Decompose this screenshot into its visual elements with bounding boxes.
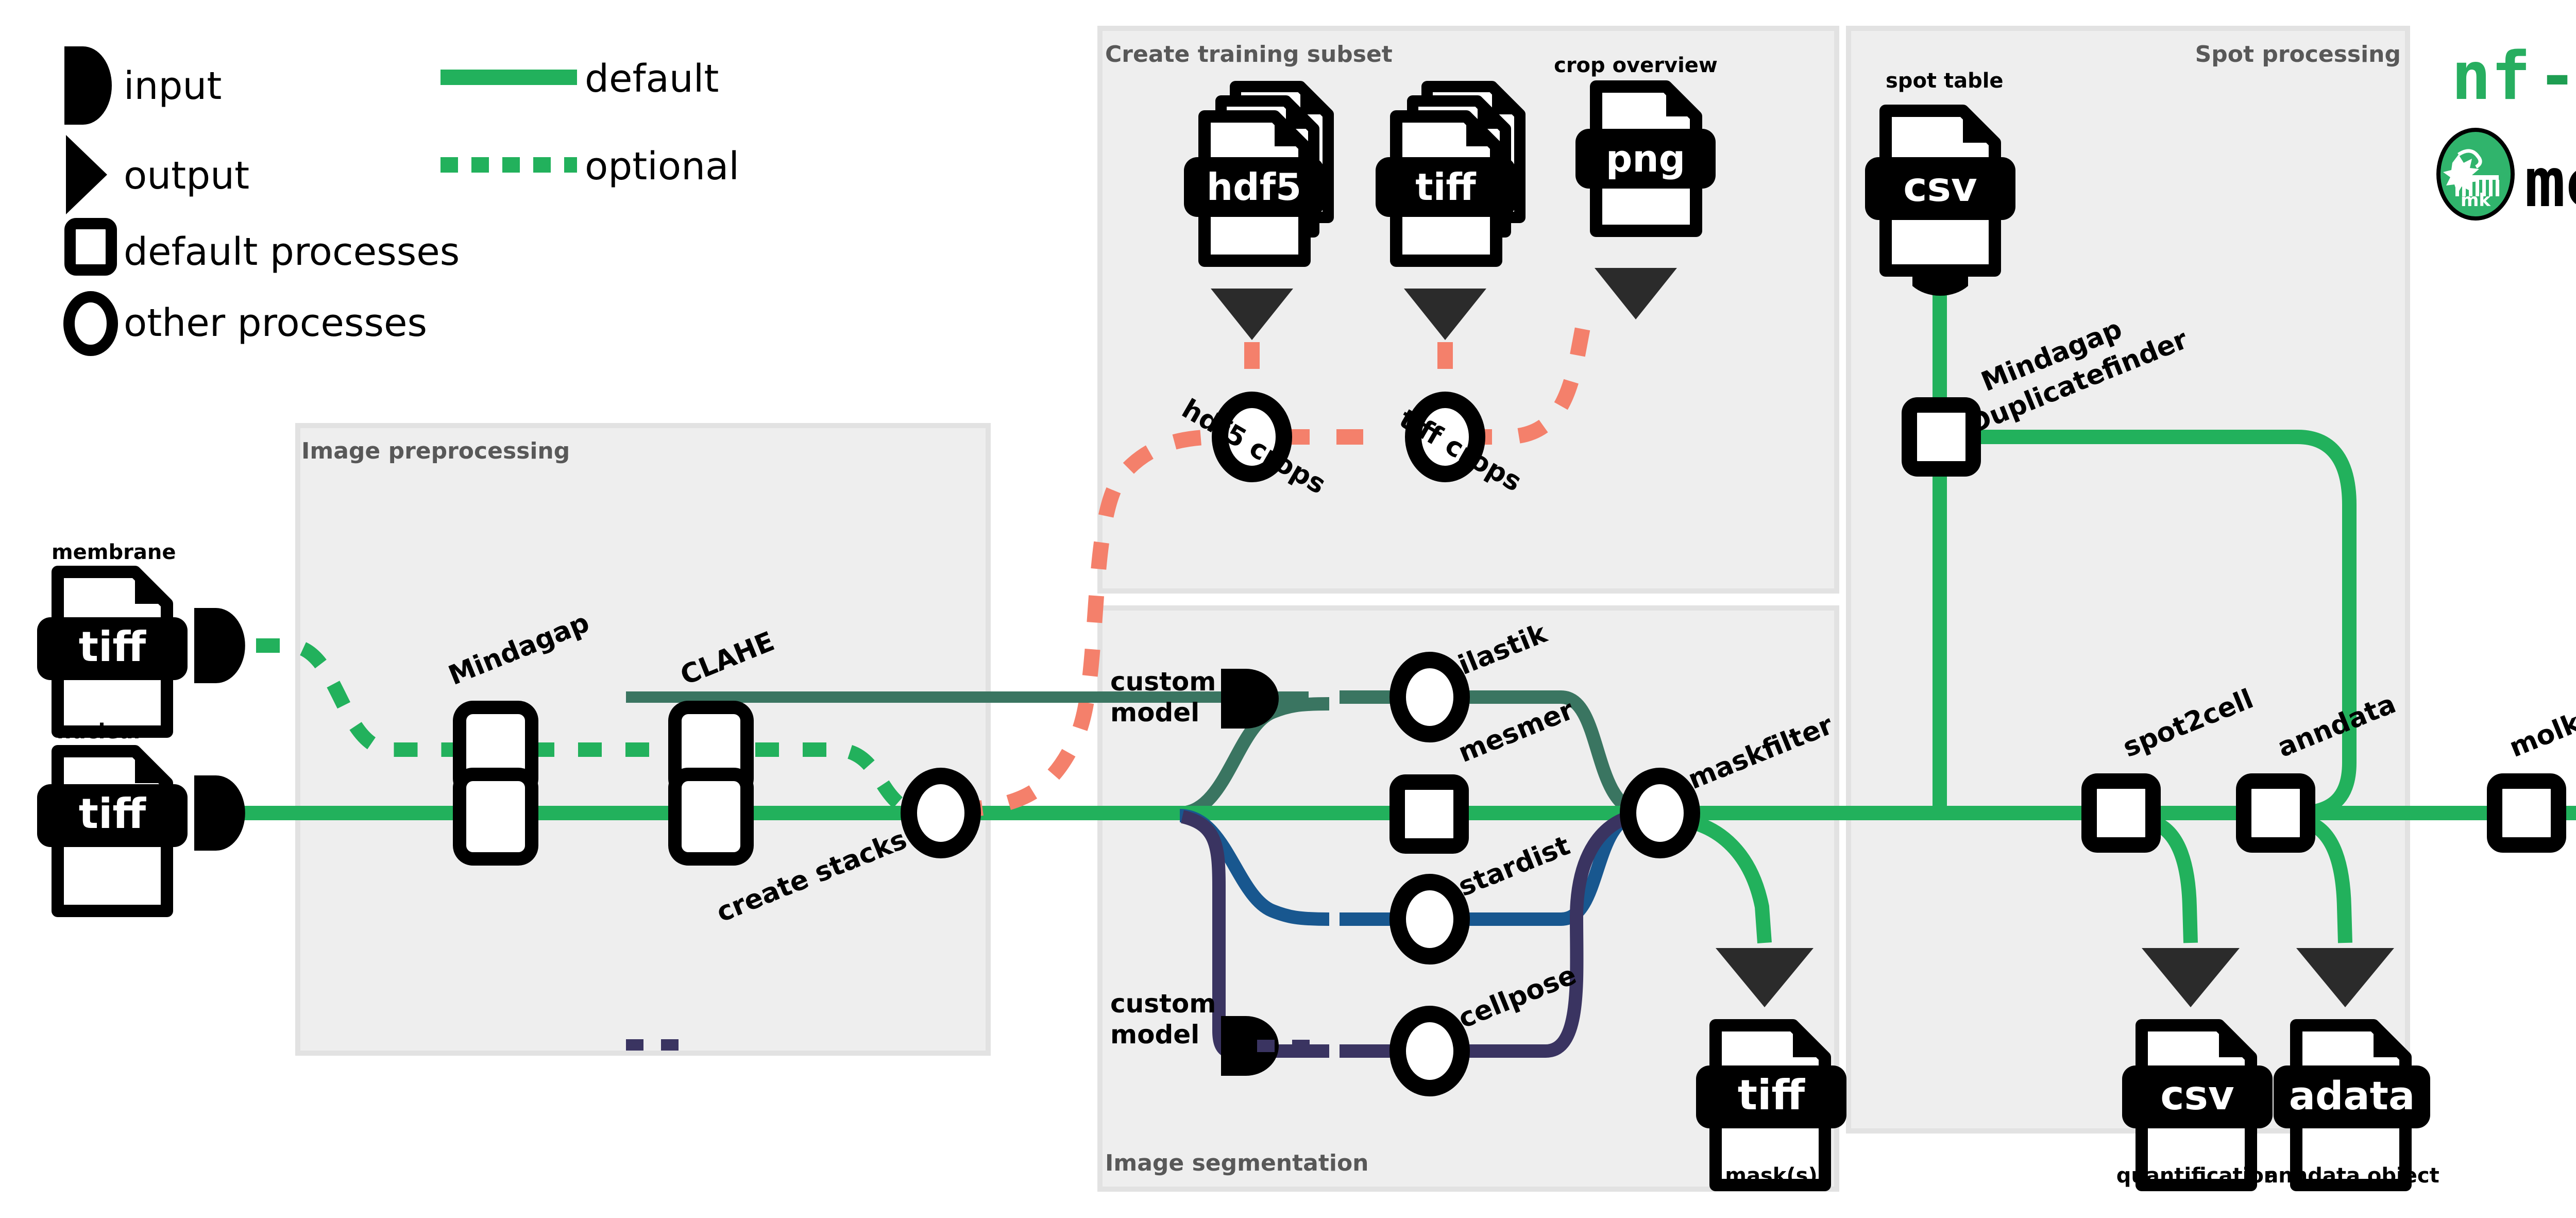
panel-title-create-training-subset: Create training subset xyxy=(1105,41,1393,67)
output-arrow-icon xyxy=(1595,268,1677,319)
edge-cellpose-to-maskfilter xyxy=(1468,808,1640,1058)
custom-model-line1: custom xyxy=(1110,989,1216,1019)
output-anndata-object[interactable]: adata anndata object xyxy=(2264,1019,2439,1191)
legend-label-default-line: default xyxy=(585,57,719,101)
edge-spot2cell-to-quantification xyxy=(2148,815,2198,943)
edge-membrane-to-mindagap xyxy=(209,638,484,757)
output-mask-caption: mask(s) xyxy=(1725,1164,1817,1188)
output-anndata-caption: anndata object xyxy=(2264,1164,2439,1188)
output-anndata-ext: adata xyxy=(2289,1073,2415,1119)
legend-item-output: output xyxy=(66,135,249,214)
output-arrow-icon xyxy=(2296,948,2394,1007)
input-spot-table-caption: spot table xyxy=(1886,69,2004,93)
input-membrane-ext: tiff xyxy=(79,623,147,671)
input-membrane[interactable]: membrane tiff xyxy=(37,540,245,738)
input-marker-icon xyxy=(1912,264,1968,296)
legend-item-optional-line: optional xyxy=(440,144,739,189)
legend-label-default-processes: default processes xyxy=(124,230,460,274)
legend-label-other-processes: other processes xyxy=(124,301,427,345)
output-tiff-crops[interactable]: tiff xyxy=(1376,81,1526,267)
input-spot-table-ext: csv xyxy=(1903,164,1977,211)
panel-title-image-preprocessing: Image preprocessing xyxy=(301,438,570,464)
input-marker-icon xyxy=(194,608,245,683)
logo-badge-text: mk xyxy=(2461,190,2491,211)
legend-item-default-processes: default processes xyxy=(64,218,460,276)
input-membrane-caption: membrane xyxy=(52,540,176,564)
legend-item-input: input xyxy=(64,46,222,125)
output-crop-overview-caption: crop overview xyxy=(1554,54,1718,77)
input-nuclear-ext: tiff xyxy=(79,790,147,838)
output-arrow-icon xyxy=(1211,289,1293,340)
output-quantification[interactable]: csv quantification xyxy=(2116,1019,2279,1191)
legend-item-other-processes: other processes xyxy=(63,291,427,356)
edge-anndata-to-adata-output xyxy=(2303,815,2352,943)
custom-model-line1: custom xyxy=(1110,667,1216,697)
nfcore-molkart-logo: nf - core/ mk molkart xyxy=(2436,38,2576,223)
output-hdf5-ext: hdf5 xyxy=(1207,165,1301,209)
output-mask-ext: tiff xyxy=(1738,1071,1806,1119)
legend-label-output: output xyxy=(124,154,249,198)
legend-item-default-line: default xyxy=(440,57,719,101)
input-custom-model-cellpose[interactable]: custom model xyxy=(1110,989,1279,1076)
output-mask[interactable]: tiff mask(s) xyxy=(1696,1019,1846,1191)
edge-createstacks-to-hdf5crops xyxy=(955,429,1247,818)
logo-core-text: core/ xyxy=(2573,38,2576,115)
output-crop-overview-ext: png xyxy=(1606,137,1685,180)
input-marker-icon xyxy=(194,775,245,851)
custom-model-line2: model xyxy=(1110,698,1199,728)
input-custom-model-ilastik[interactable]: custom model xyxy=(1110,667,1279,729)
square-process-icon xyxy=(64,218,117,276)
custom-model-line2: model xyxy=(1110,1020,1199,1050)
input-marker-icon xyxy=(1221,1016,1279,1076)
legend-label-optional-line: optional xyxy=(585,144,739,189)
logo-dash: - xyxy=(2537,38,2576,115)
input-nuclear-caption: nuclear xyxy=(57,720,143,743)
output-quantification-ext: csv xyxy=(2160,1073,2234,1119)
input-nuclear[interactable]: nuclear tiff xyxy=(37,720,245,917)
logo-nf-text: nf xyxy=(2451,38,2531,115)
panel-image-preprocessing: Image preprocessing xyxy=(295,423,991,1056)
panel-title-spot-processing: Spot processing xyxy=(2195,41,2401,67)
input-spot-table[interactable]: spot table csv xyxy=(1865,69,2015,296)
panel-title-image-segmentation: Image segmentation xyxy=(1105,1150,1369,1176)
circle-process-icon xyxy=(63,291,118,356)
output-quantification-caption: quantification xyxy=(2116,1164,2279,1188)
output-crop-overview[interactable]: crop overview png xyxy=(1554,54,1718,237)
output-arrow-icon xyxy=(1716,948,1814,1007)
output-tiff-crops-ext: tiff xyxy=(1415,165,1476,209)
output-hdf5-crops[interactable]: hdf5 xyxy=(1184,81,1334,267)
output-arrow-icon xyxy=(1404,289,1486,340)
output-arrow-icon xyxy=(2142,948,2240,1007)
input-marker-icon xyxy=(64,46,112,125)
input-marker-icon xyxy=(1221,669,1279,729)
output-arrow-icon xyxy=(66,135,107,214)
legend-label-input: input xyxy=(124,64,222,108)
molkart-badge-icon: mk xyxy=(2436,128,2515,221)
logo-molkart-text: molkart xyxy=(2524,143,2576,223)
